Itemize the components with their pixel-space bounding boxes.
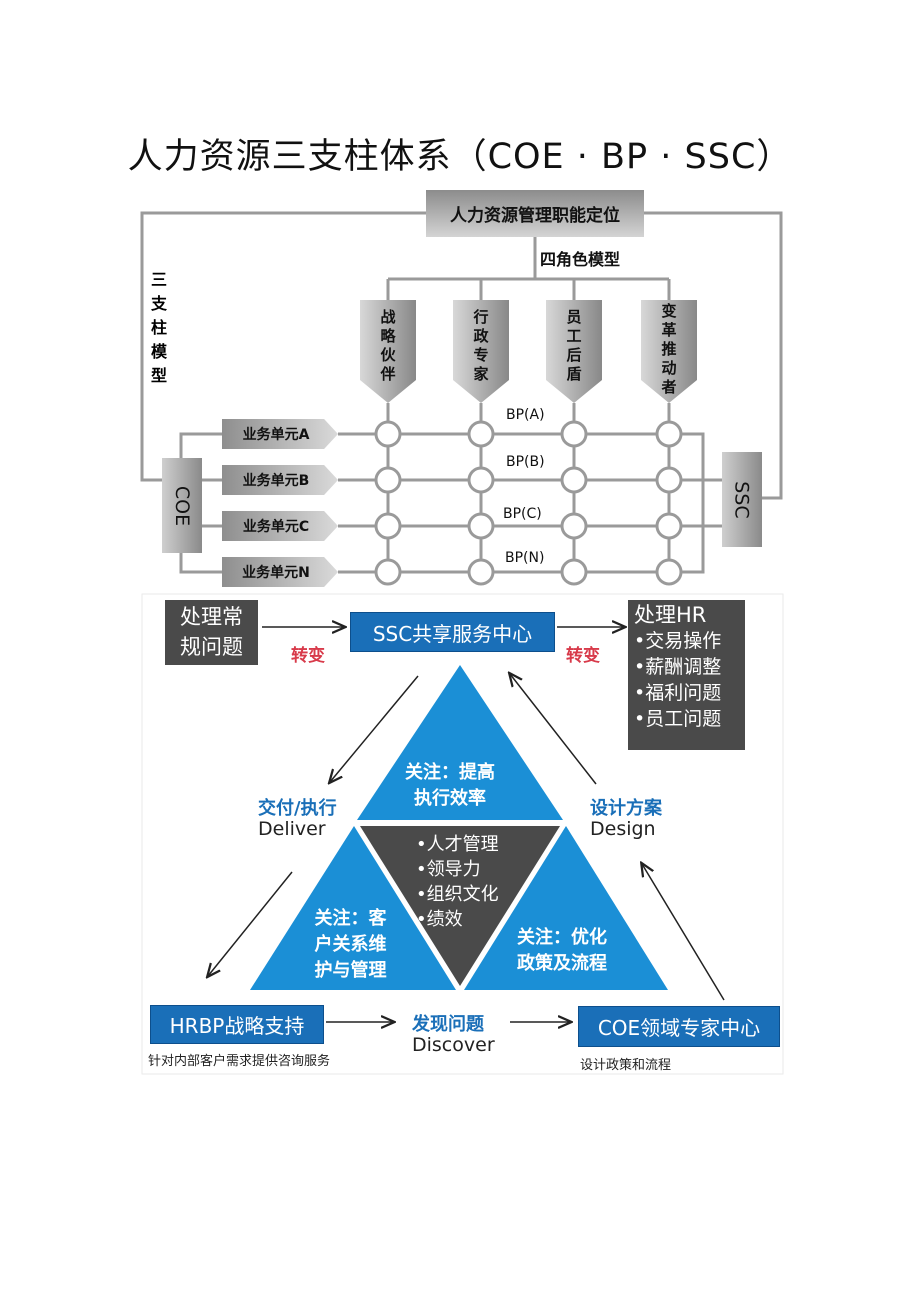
hr-task-item: •福利问题 (634, 682, 722, 704)
ssc-box: SSC (722, 452, 762, 547)
center-item: •人才管理 (416, 834, 499, 855)
role-employee-champion: 员工后盾 (566, 308, 582, 383)
bp-n-label: BP(N) (505, 550, 545, 566)
business-unit-b: 业务单元B (222, 465, 338, 495)
hr-task-item: •员工问题 (634, 708, 722, 730)
left-triangle-line: 户关系维 (314, 934, 387, 955)
right-triangle-text: 关注：优化 政策及流程 (506, 925, 618, 977)
left-triangle-line: 护与管理 (314, 960, 387, 981)
role-column-4 (641, 300, 697, 403)
role-column-3 (546, 300, 602, 403)
discover-en: Discover (412, 1034, 495, 1056)
center-item: •绩效 (416, 909, 463, 930)
routine-line-1: 处理常 (180, 605, 243, 629)
role-column-1 (360, 300, 416, 403)
center-triangle (360, 826, 560, 986)
business-unit-c: 业务单元C (222, 511, 338, 541)
design-en: Design (590, 818, 656, 840)
transform-label-2: 转变 (566, 646, 600, 666)
business-unit-n: 业务单元N (222, 557, 338, 587)
hrbp-subtitle: 针对内部客户需求提供咨询服务 (148, 1054, 331, 1069)
arrow-design-to-ssc (510, 674, 597, 785)
left-outer-connector (140, 211, 426, 482)
ssc-center-box: SSC共享服务中心 (350, 612, 555, 652)
hrbp-box: HRBP战略支持 (150, 1005, 324, 1044)
left-triangle-line: 关注：客 (314, 908, 387, 929)
design-cn: 设计方案 (590, 798, 662, 819)
center-item: •领导力 (416, 859, 481, 880)
hr-task-item: •交易操作 (634, 630, 722, 652)
bp-a-label: BP(A) (506, 407, 545, 423)
right-triangle-line: 关注：优化 (517, 927, 607, 948)
transform-label-1: 转变 (291, 646, 325, 666)
arrow-coe-to-design (642, 864, 725, 1001)
center-triangle-text: •人才管理 •领导力 •组织文化 •绩效 (416, 832, 499, 932)
arrow-deliver-to-hrbp (208, 871, 293, 976)
bp-c-label: BP(C) (503, 506, 542, 522)
right-outer-connector (644, 211, 783, 500)
coe-subtitle: 设计政策和流程 (580, 1058, 672, 1073)
routine-issues-box: 处理常 规问题 (165, 600, 258, 665)
top-triangle-line: 关注：提高 (405, 762, 495, 783)
left-triangle-text: 关注：客 户关系维 护与管理 (303, 906, 398, 984)
intersection-nodes (374, 420, 683, 586)
discover-cn: 发现问题 (412, 1014, 484, 1035)
deliver-en: Deliver (258, 818, 326, 840)
top-triangle (357, 665, 563, 820)
coe-center-box: COE领域专家中心 (578, 1006, 780, 1047)
coe-box: COE (162, 458, 202, 553)
center-item: •组织文化 (416, 884, 499, 905)
right-triangle (464, 826, 668, 990)
top-triangle-text: 关注：提高 执行效率 (395, 760, 505, 812)
role-change-agent: 变革推动者 (661, 302, 677, 396)
hr-function-header: 人力资源管理职能定位 (426, 190, 644, 237)
role-admin-expert: 行政专家 (473, 308, 489, 383)
routine-line-2: 规问题 (180, 635, 243, 659)
business-unit-a: 业务单元A (222, 419, 338, 449)
arrow-ssc-to-deliver (330, 675, 419, 782)
three-pillar-label: 三支柱模型 (150, 270, 167, 385)
right-triangle-line: 政策及流程 (517, 953, 607, 974)
bp-b-label: BP(B) (506, 454, 545, 470)
hr-tasks-box: 处理HR •交易操作 •薪酬调整 •福利问题 •员工问题 (628, 600, 745, 750)
page-title: 人力资源三支柱体系（COE · BP · SSC） (127, 137, 793, 177)
role-column-2 (453, 300, 509, 403)
coe-label: COE (171, 485, 194, 526)
top-triangle-line: 执行效率 (414, 788, 486, 809)
ssc-label: SSC (730, 480, 753, 519)
hr-tasks-title: 处理HR (634, 603, 707, 627)
four-roles-label: 四角色模型 (540, 250, 621, 269)
role-strategic-partner: 战略伙伴 (380, 308, 396, 383)
hr-task-item: •薪酬调整 (634, 656, 722, 678)
left-triangle (250, 826, 456, 990)
deliver-cn: 交付/执行 (258, 798, 337, 819)
